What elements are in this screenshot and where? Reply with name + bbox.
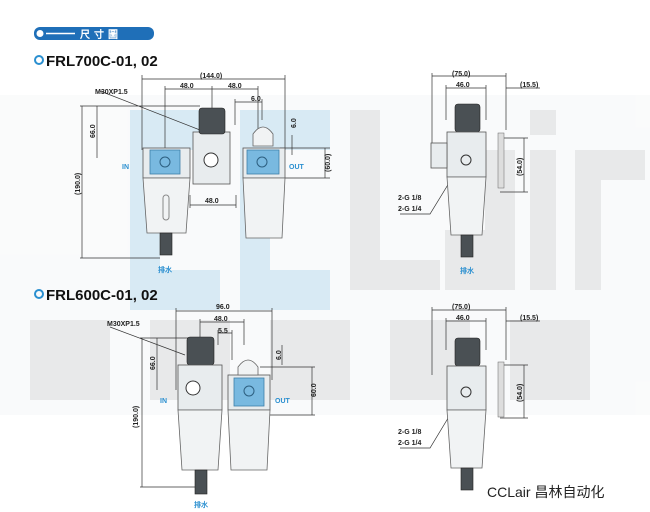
- thread-label: M30XP1.5: [95, 89, 128, 96]
- dim-knob-height: 66.0: [90, 124, 97, 138]
- frl700c-side-view: (75.0) 46.0 (15.5) (54.0) 2-G 1/8 2-G 1/…: [398, 71, 540, 275]
- out-port-label: OUT: [275, 398, 291, 405]
- dim-overall-width: (75.0): [452, 304, 470, 311]
- port-size-label: 2-G 1/8: [398, 195, 421, 202]
- header-badge-text: 尺寸圖: [80, 28, 122, 41]
- bullet-icon: [34, 289, 44, 299]
- in-port-label: IN: [122, 164, 129, 171]
- dim-overall-width: (75.0): [452, 71, 470, 78]
- frl600c-side-view: (75.0) 46.0 (15.5) (54.0) 2-G 1/8 2-G 1/…: [398, 304, 540, 491]
- dim-bottom-pitch: 48.0: [205, 198, 219, 205]
- in-port-label: IN: [160, 398, 167, 405]
- brand-caption: CCLair 昌林自动化: [487, 484, 605, 500]
- thread-label: M30XP1.5: [107, 321, 140, 328]
- dim-bracket-height: (54.0): [517, 384, 524, 402]
- port-size-label: 2-G 1/8: [398, 429, 421, 436]
- dim-overall-width: 96.0: [216, 304, 230, 311]
- dim-bracket: (15.5): [520, 315, 538, 322]
- dim-bracket: (15.5): [520, 82, 538, 89]
- model-title: FRL600C-01, 02: [46, 287, 158, 304]
- dim-body-width: 46.0: [456, 82, 470, 89]
- frl700c-front-view: (144.0) 48.0 48.0 6.0 M30XP1.5 66.0 (190…: [75, 73, 332, 274]
- dim-pitch: 48.0: [228, 83, 242, 90]
- dim-body-height: 60.0: [311, 383, 318, 397]
- drain-label: 排水: [194, 500, 209, 509]
- dim-total-height: (190.0): [75, 173, 82, 195]
- drain-label: 排水: [460, 266, 475, 275]
- dim-offset: 5.5: [218, 328, 228, 335]
- dim-body-height: (60.0): [325, 154, 332, 172]
- dim-total-height: (190.0): [133, 406, 140, 428]
- dim-bracket-height: (54.0): [517, 158, 524, 176]
- dim-offset: 6.0: [251, 96, 261, 103]
- dim-top-offset: 6.0: [291, 118, 298, 128]
- drain-label: 排水: [158, 265, 173, 274]
- dim-knob-height: 66.0: [150, 356, 157, 370]
- dim-top-offset: 6.0: [276, 350, 283, 360]
- dim-pitch: 48.0: [214, 316, 228, 323]
- bullet-icon: [34, 55, 44, 65]
- out-port-label: OUT: [289, 164, 305, 171]
- header-badge: 尺寸圖: [34, 27, 154, 41]
- watermark: [0, 95, 650, 415]
- frl600c-front-view: 96.0 48.0 5.5 M30XP1.5 66.0 (190.0) 6.0 …: [107, 304, 318, 509]
- port-size-label: 2-G 1/4: [398, 206, 421, 213]
- port-size-label: 2-G 1/4: [398, 440, 421, 447]
- dim-pitch: 48.0: [180, 83, 194, 90]
- dim-body-width: 46.0: [456, 315, 470, 322]
- model-title: FRL700C-01, 02: [46, 53, 158, 70]
- dim-overall-width: (144.0): [200, 73, 222, 80]
